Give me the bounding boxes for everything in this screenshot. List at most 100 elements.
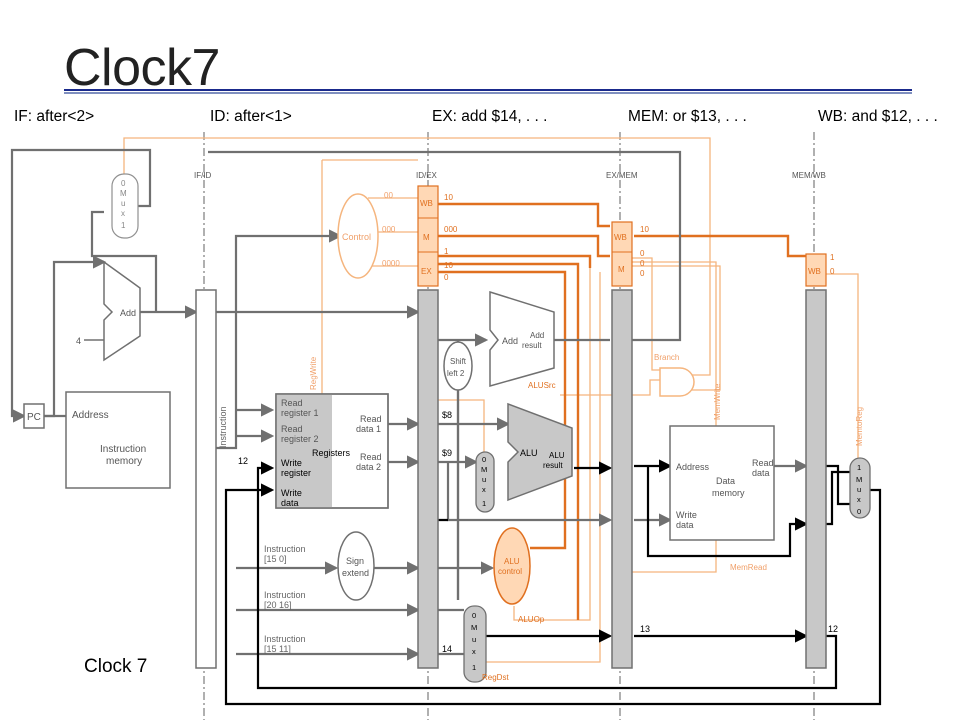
result-wires <box>224 459 882 706</box>
slide-title: Clock7 <box>64 39 220 97</box>
svg-text:x: x <box>472 647 476 656</box>
svg-text:u: u <box>121 199 125 208</box>
svg-text:M: M <box>471 623 477 632</box>
branch-adder <box>489 290 555 387</box>
instruction-bus-label: Instruction <box>218 406 228 448</box>
aluop-signal: ALUOp <box>518 615 545 624</box>
svg-text:Read: Read <box>281 424 303 434</box>
svg-text:0: 0 <box>482 455 486 464</box>
mem-wb-label: MEM/WB <box>792 171 826 180</box>
control-label: Control <box>342 232 371 242</box>
svg-text:u: u <box>472 635 476 644</box>
branch-adder-result1: Add <box>530 331 544 340</box>
pc-source-mux <box>111 173 139 239</box>
pc-adder-label: Add <box>120 308 136 318</box>
svg-text:Instruction: Instruction <box>264 634 306 644</box>
ex-mem-label: EX/MEM <box>606 171 638 180</box>
svg-text:data: data <box>752 468 770 478</box>
register-file-labels: Read register 1 Read register 2 Write re… <box>281 398 382 508</box>
stage-if: IF: after<2> <box>14 108 95 125</box>
memtoreg-signal: MemtoReg <box>855 407 864 446</box>
pc-register <box>23 403 45 429</box>
instruction-memory <box>65 391 171 489</box>
instr-mem-line1: Instruction <box>100 444 146 455</box>
svg-text:0: 0 <box>640 249 645 258</box>
alu-label: ALU <box>520 448 538 458</box>
svg-text:0: 0 <box>640 269 645 278</box>
svg-text:Address: Address <box>676 462 710 472</box>
svg-text:Registers: Registers <box>312 448 351 458</box>
if-id-register <box>195 289 217 669</box>
svg-text:1: 1 <box>482 499 486 508</box>
control-unit <box>337 193 379 279</box>
memwrite-signal: MemWrite <box>713 383 722 420</box>
memread-signal: MemRead <box>730 563 767 572</box>
alu-result-line2: result <box>543 461 563 470</box>
regdst-signal: RegDst <box>482 673 509 682</box>
svg-text:1: 1 <box>444 247 449 256</box>
active-control-wires <box>438 202 806 620</box>
inactive-control-wires <box>123 137 859 663</box>
reg-14-label: 14 <box>442 644 452 654</box>
instr-mem-address: Address <box>72 410 109 421</box>
exmem-wb-field: WB <box>614 233 627 242</box>
svg-text:Read: Read <box>360 414 382 424</box>
svg-text:Read: Read <box>281 398 303 408</box>
regdst-mux <box>463 605 487 683</box>
data-memory <box>669 425 775 541</box>
idex-ex-field: EX <box>421 267 432 276</box>
svg-text:M: M <box>481 465 487 474</box>
svg-text:0: 0 <box>472 611 476 620</box>
svg-text:x: x <box>121 209 125 218</box>
svg-text:M: M <box>120 189 127 198</box>
pc-label: PC <box>27 412 41 423</box>
svg-text:10: 10 <box>640 225 649 234</box>
svg-text:u: u <box>482 475 486 484</box>
svg-text:data: data <box>676 520 694 530</box>
memwb-wb-field: WB <box>808 267 821 276</box>
alu-result-line1: ALU <box>549 451 565 460</box>
svg-text:register 1: register 1 <box>281 408 319 418</box>
svg-text:Instruction: Instruction <box>264 544 306 554</box>
idex-m-field: M <box>423 233 430 242</box>
alu-control-line1: ALU <box>504 557 520 566</box>
stage-mem: MEM: or $13, . . . <box>628 108 747 125</box>
if-id-label: IF/ID <box>194 171 212 180</box>
sign-extend <box>337 531 375 601</box>
id-ex-control-register <box>417 185 439 287</box>
alu-source-mux-letters: 0 M u x 1 <box>481 455 487 508</box>
svg-text:Read: Read <box>752 458 774 468</box>
writeback-mux <box>849 457 871 519</box>
memwb-value-2: 0 <box>830 267 835 276</box>
reg-12b-label: 12 <box>828 624 838 634</box>
svg-text:M: M <box>856 475 862 484</box>
title-rule <box>64 89 912 91</box>
writeback-mux-letters: 1 M u x 0 <box>856 463 862 516</box>
shift-left-line1: Shift <box>450 357 467 366</box>
svg-text:Write: Write <box>281 488 302 498</box>
svg-text:000: 000 <box>444 225 458 234</box>
idex-wb-field: WB <box>420 199 433 208</box>
branch-and-gate <box>659 367 695 397</box>
svg-text:memory: memory <box>712 488 745 498</box>
ctrl-wb-value: 00 <box>384 191 393 200</box>
ex-mem-control-register <box>611 221 633 287</box>
mem-wb-control-register <box>805 253 827 287</box>
stage-wb: WB: and $12, . . . <box>818 108 938 125</box>
svg-text:register 2: register 2 <box>281 434 319 444</box>
ctrl-m-value: 000 <box>382 225 396 234</box>
svg-text:[15 11]: [15 11] <box>264 644 291 654</box>
svg-text:0: 0 <box>640 259 645 268</box>
svg-text:Write: Write <box>676 510 697 520</box>
branch-adder-result2: result <box>522 341 542 350</box>
svg-text:0: 0 <box>857 507 861 516</box>
reg-s9-label: $9 <box>442 448 452 458</box>
alu <box>507 402 573 502</box>
svg-text:u: u <box>857 485 861 494</box>
svg-text:x: x <box>482 485 486 494</box>
svg-text:10: 10 <box>444 261 453 270</box>
idex-values: 10 000 1 10 0 <box>444 193 458 282</box>
svg-text:10: 10 <box>444 193 453 202</box>
svg-text:Instruction: Instruction <box>264 590 306 600</box>
